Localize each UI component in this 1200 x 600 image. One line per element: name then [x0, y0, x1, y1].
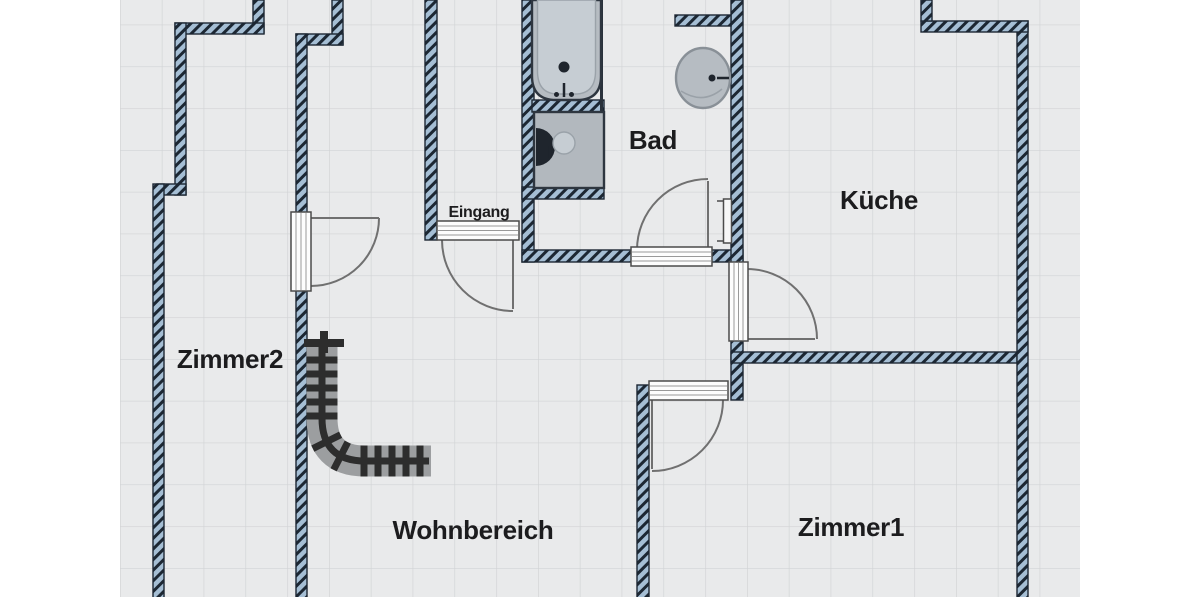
zimmer1-door[interactable]	[648, 380, 729, 472]
shower[interactable]	[532, 110, 606, 190]
wall	[295, 33, 308, 214]
wall	[636, 384, 650, 600]
shower-drain	[552, 131, 576, 155]
bad-door[interactable]	[630, 178, 713, 267]
sink[interactable]	[674, 46, 732, 110]
wall	[152, 183, 165, 600]
bathtub[interactable]	[530, 0, 603, 102]
wall	[1016, 20, 1029, 600]
kueche-door[interactable]	[728, 261, 818, 342]
zimmer2-door[interactable]	[290, 211, 380, 292]
room-label-zimmer1: Zimmer1	[798, 512, 904, 542]
sink-faucet	[708, 74, 716, 82]
room-label-eingang: Eingang	[448, 204, 509, 221]
wall	[174, 22, 265, 35]
wall	[730, 351, 1018, 364]
curved-stairs[interactable]	[304, 331, 431, 477]
room-label-wohnbereich: Wohnbereich	[393, 515, 554, 545]
room-label-zimmer2: Zimmer2	[177, 344, 283, 374]
room-label-kueche: Küche	[840, 185, 918, 215]
eingang-door[interactable]	[436, 220, 520, 312]
wall	[174, 22, 187, 196]
room-label-bad: Bad	[629, 125, 677, 155]
wall	[920, 0, 933, 22]
wall-cabinet[interactable]	[717, 198, 733, 244]
wall	[920, 20, 1029, 33]
wall	[531, 99, 605, 113]
wall	[730, 339, 744, 401]
wall	[730, 0, 744, 264]
wall	[424, 0, 438, 241]
bathtub-faucet	[554, 83, 574, 97]
wall	[295, 289, 308, 600]
wall	[674, 14, 732, 27]
room-labels: Zimmer2 Eingang Bad Küche Wohnbereich Zi…	[177, 125, 918, 545]
wall	[521, 249, 634, 263]
bathtub-drain	[558, 61, 570, 73]
